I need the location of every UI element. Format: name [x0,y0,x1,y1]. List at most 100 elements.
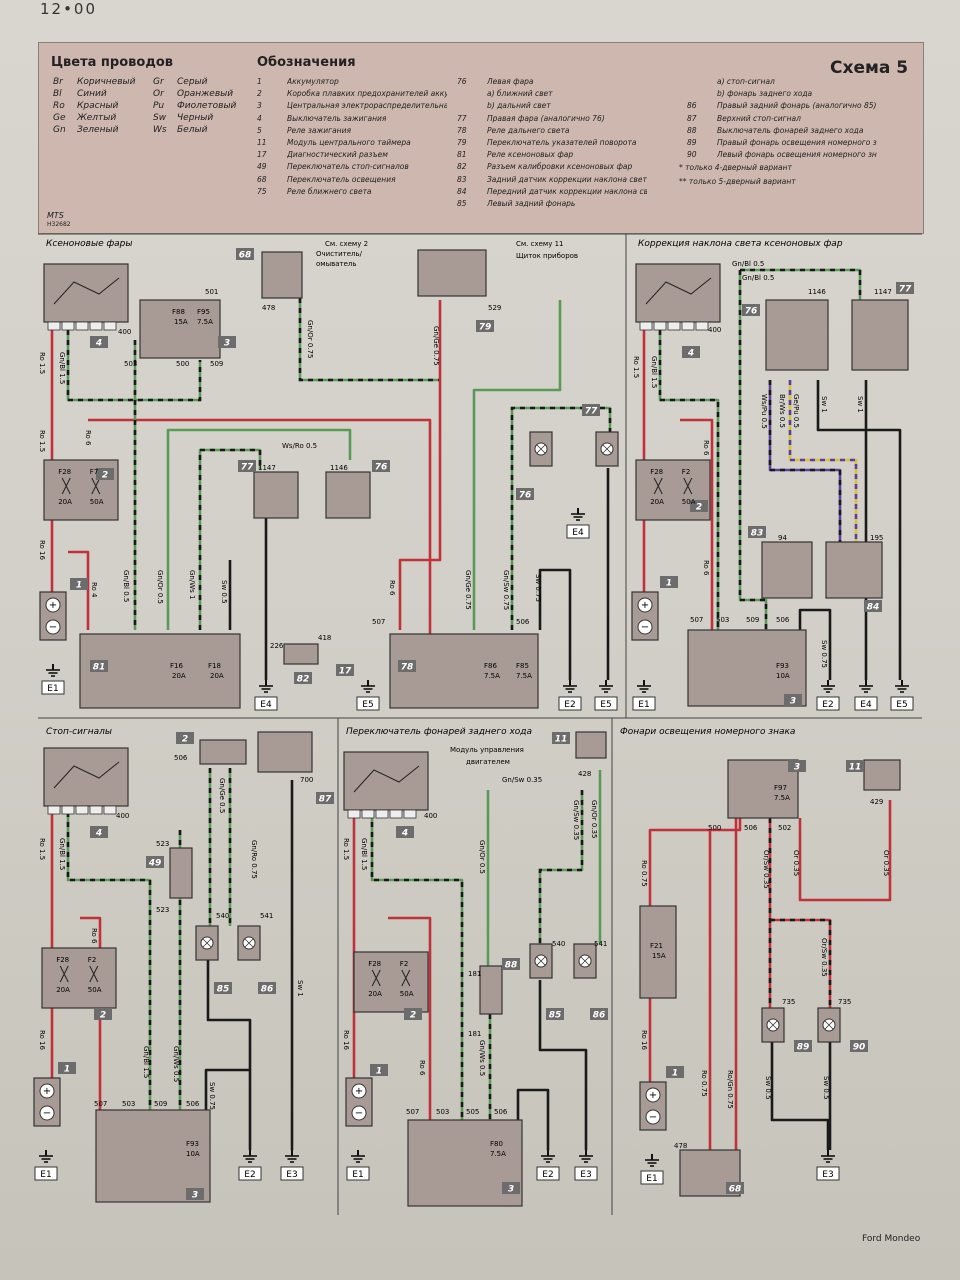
component-number-badge [546,1008,564,1020]
designation-text: Левая фара [487,77,534,86]
component-number-badge [742,304,760,316]
fuse-symbol [91,477,101,495]
switch-contacts [53,761,120,789]
designation-number: 87 [687,113,697,123]
schema-title: Схема 5 [830,58,909,78]
wire-label: Gn/Ws 1 [188,570,196,599]
wire-label: Or/Sw 0.35 [820,938,828,977]
minus-sign: − [49,622,57,633]
pin [103,805,117,815]
calibration-connector-82 [283,643,319,665]
wire-label: Sw 1 [856,396,864,413]
connector: 503 [716,616,729,624]
fuse-box [41,947,117,1009]
component-number: 82 [297,675,310,685]
plus-sign: + [43,1086,51,1097]
designation-number: 81 [457,150,467,160]
wire-gnbl05-c-stripe [738,270,768,630]
connector: 523 [156,906,169,914]
fuse-id: F28 [56,956,69,964]
designation-number: 89 [687,138,697,147]
designation-number: 75 [257,186,267,196]
component-number-badge [214,982,232,994]
battery-plus-terminal [351,1083,367,1099]
ground-label: E3 [286,1170,297,1180]
fuse-rating: 20A [368,990,382,998]
plus-sign: + [641,600,649,611]
component-number-badge [186,1188,204,1200]
battery-minus-terminal [39,1105,55,1121]
component-number-badge [396,826,414,838]
fuse-id: F28 [368,960,381,968]
wire-orsw035-p2-stripe [770,918,832,1008]
lighting-switch-68 [261,251,303,299]
fuse-box-3 [139,299,221,359]
wire-label: Gn/Bl 1.5 [58,838,66,870]
color-code: Ro [53,101,65,111]
xenon-relay-81 [79,633,241,709]
plus-sign: + [649,1090,657,1101]
wire-gnge075 [298,298,440,382]
section-title-xenon: Ксеноновые фары [46,239,133,249]
component-number-badge [258,982,276,994]
connector: 700 [300,776,313,784]
connector: 478 [674,1142,687,1150]
connector: 506 [174,754,188,762]
fuse-21 [639,905,677,999]
fuse-rating: 10A [186,1150,200,1158]
wire-label: Ro 16 [38,1030,46,1051]
ground-tag [816,1166,840,1181]
designation-text: Переключатель стоп-сигналов [287,162,409,172]
color-code: Br [53,77,63,87]
component-number: 4 [401,829,408,839]
wire-gnbl15-stripe [66,330,202,402]
component-number-badge [90,336,108,348]
pin [695,321,709,331]
wire-sw075-s [204,1068,250,1110]
wire-label: Ro 6 [84,430,92,446]
wire-label: Sw 0.75 [208,1082,216,1110]
central-box-3c [407,1119,523,1207]
designation-text: Передний датчик коррекции наклона света … [487,186,647,196]
stop-switch-49 [169,847,193,899]
component-number: 85 [217,985,230,995]
wire-label: Ro 1.5 [38,838,46,860]
ref-washer: Очиститель/ [316,250,363,258]
wire-label: Gn/Bl 1.5 [58,352,66,384]
front-sensor-84 [825,541,883,599]
wire-label: Gn/Or 0.5 [156,570,164,604]
connector: 540 [552,940,565,948]
ground-label: E2 [822,700,833,710]
fuse-rating: 50A [88,986,102,994]
designation-text: Разъем калибровки ксеноновых фар [487,162,633,172]
ignition-switch [43,747,129,807]
pin [375,809,389,819]
ground-tag [854,696,878,711]
component-number: 3 [790,697,796,707]
component-number-badge [864,600,882,612]
fuse-id: F93 [776,662,789,670]
ground-tag [640,1170,664,1185]
color-name: Белый [177,125,208,135]
designation-number: 4 [257,113,262,123]
component-number: 85 [549,1011,562,1021]
wire-label: Gn/Sw 0.35 [572,800,580,840]
wire-sw075 [538,568,572,680]
wire-wspu05-stripe [768,380,842,542]
designation-number: 11 [257,138,267,147]
color-code: Sw [153,113,167,123]
designation-number: 78 [457,125,467,135]
component-number-badge [516,488,534,500]
designation-number: 2 [257,89,262,99]
component-number: 76 [519,491,532,501]
pin [347,809,361,819]
wire-label: Ro 6 [90,928,98,944]
fuse-rating: 15A [174,318,188,326]
component-number: 2 [100,1011,106,1021]
component-number: 3 [192,1191,198,1201]
component-number-badge [218,336,236,348]
designations-title: Обозначения [257,55,356,70]
ground-label: E2 [564,700,575,710]
fuse-rating: 20A [210,672,224,680]
